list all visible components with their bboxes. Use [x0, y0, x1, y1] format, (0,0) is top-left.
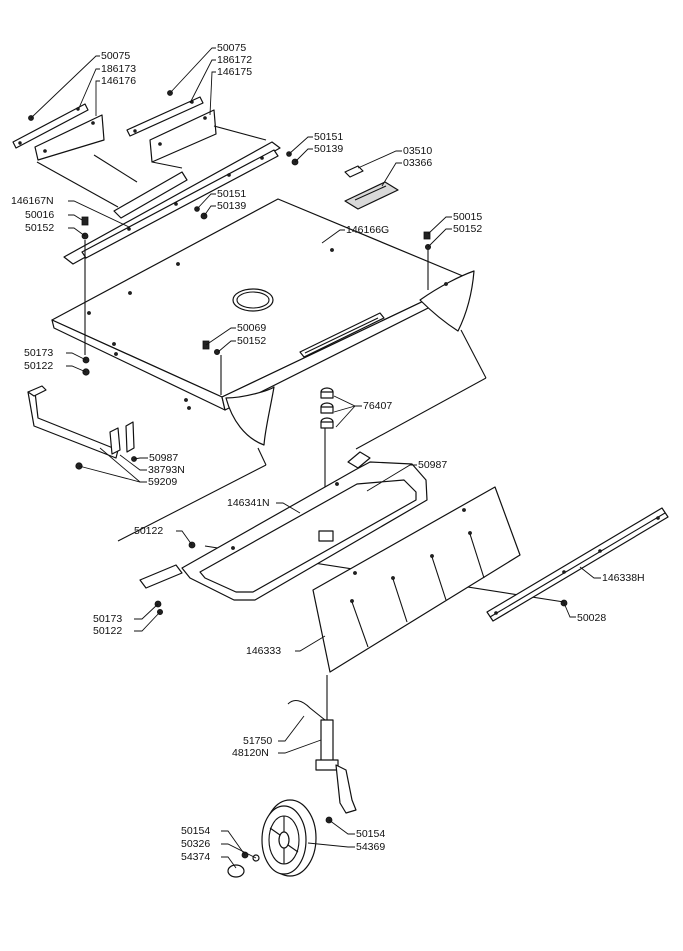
side-deflector-left: [12, 103, 138, 208]
label-50139-a: 50139: [314, 143, 343, 155]
caster-assembly: [227, 699, 357, 878]
label-50122-b: 50122: [134, 525, 163, 537]
label-54369: 54369: [356, 841, 385, 853]
label-50015: 50015: [453, 211, 482, 223]
label-50075-a: 50075: [101, 50, 130, 62]
label-50987-a: 50987: [149, 452, 178, 464]
label-50154-a: 50154: [181, 825, 210, 837]
spreader-frame: [139, 451, 428, 601]
leader-lines: [30, 47, 601, 869]
label-146176: 146176: [101, 75, 136, 87]
label-50987-b: 50987: [418, 459, 447, 471]
label-50122-a: 50122: [24, 360, 53, 372]
spreader-plate: [312, 486, 521, 673]
label-186173: 186173: [101, 63, 136, 75]
label-38793N: 38793N: [148, 464, 185, 476]
tow-handle: [27, 385, 135, 459]
front-bracket: [63, 141, 281, 265]
label-50069: 50069: [237, 322, 266, 334]
scraper-bar: [486, 507, 669, 622]
label-48120N: 48120N: [232, 747, 269, 759]
label-50326: 50326: [181, 838, 210, 850]
label-03510: 03510: [403, 145, 432, 157]
label-50173-b: 50173: [93, 613, 122, 625]
label-50151-b: 50151: [217, 188, 246, 200]
label-50028: 50028: [577, 612, 606, 624]
bushing-stack: [320, 387, 334, 429]
label-50122-c: 50122: [93, 625, 122, 637]
label-50173-a: 50173: [24, 347, 53, 359]
hopper-pan: [51, 198, 475, 446]
side-deflector-right: [126, 96, 267, 169]
label-50151-a: 50151: [314, 131, 343, 143]
flow-gate-plates: [344, 165, 399, 210]
label-146166G: 146166G: [346, 224, 389, 236]
label-03366: 03366: [403, 157, 432, 169]
label-50154-b: 50154: [356, 828, 385, 840]
label-50139-b: 50139: [217, 200, 246, 212]
label-50152-b: 50152: [453, 223, 482, 235]
label-76407: 76407: [363, 400, 392, 412]
part-labels: 50075 186173 146176 50075 186172 146175 …: [11, 42, 645, 863]
label-186172: 186172: [217, 54, 252, 66]
label-54374: 54374: [181, 851, 210, 863]
label-146338H: 146338H: [602, 572, 645, 584]
label-50152-c: 50152: [237, 335, 266, 347]
label-146341N: 146341N: [227, 497, 270, 509]
label-50075-b: 50075: [217, 42, 246, 54]
label-51750: 51750: [243, 735, 272, 747]
label-50152-a: 50152: [25, 222, 54, 234]
label-146175: 146175: [217, 66, 252, 78]
label-59209: 59209: [148, 476, 177, 488]
label-146167N: 146167N: [11, 195, 54, 207]
label-50016: 50016: [25, 209, 54, 221]
label-146333: 146333: [246, 645, 281, 657]
